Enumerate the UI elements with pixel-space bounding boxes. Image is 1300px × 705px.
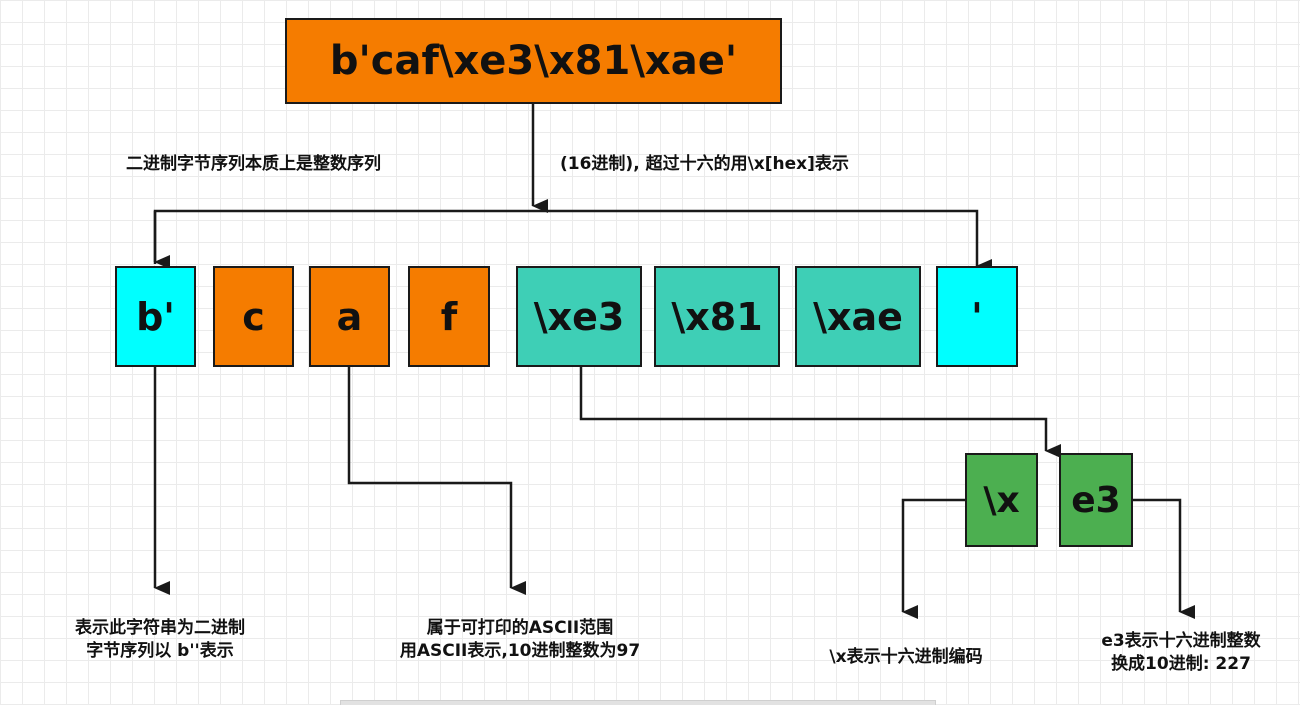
note-hex-value-line-2: 换成10进制: 227	[1111, 654, 1251, 674]
note-ascii-line-1: 属于可打印的ASCII范围	[426, 618, 614, 638]
hex-value-arrow	[1133, 498, 1195, 619]
hex-prefix-arrow	[901, 498, 965, 619]
note-hex-value: e3表示十六进制整数 换成10进制: 227	[1066, 630, 1296, 676]
byte-box-c: c	[213, 266, 294, 367]
note-ascii-line-2: 用ASCII表示,10进制整数为97	[399, 641, 641, 661]
title-box: b'caf\xe3\x81\xae'	[285, 18, 782, 104]
byte-box-quote: '	[936, 266, 1018, 367]
note-prefix: 表示此字符串为二进制 字节序列以 b''表示	[40, 617, 280, 663]
note-hex-prefix: \x表示十六进制编码	[829, 647, 983, 667]
byte-box-xae: \xae	[795, 266, 921, 367]
sub-box-x: \x	[965, 453, 1038, 547]
note-prefix-line-2: 字节序列以 b''表示	[86, 641, 234, 661]
note-ascii: 属于可打印的ASCII范围 用ASCII表示,10进制整数为97	[370, 617, 670, 663]
bytes-bracket	[153, 209, 992, 273]
horizontal-scrollbar[interactable]	[340, 700, 936, 705]
byte-box-f: f	[408, 266, 490, 367]
ascii-arrow	[347, 367, 526, 595]
note-hex-value-line-1: e3表示十六进制整数	[1101, 631, 1261, 651]
left-description: 二进制字节序列本质上是整数序列	[126, 154, 381, 174]
note-prefix-line-1: 表示此字符串为二进制	[75, 618, 245, 638]
split-arrow	[579, 367, 1061, 458]
right-description: (16进制), 超过十六的用\x[hex]表示	[560, 154, 849, 174]
byte-box-x81: \x81	[654, 266, 780, 367]
byte-box-xe3: \xe3	[516, 266, 642, 367]
sub-box-e3: e3	[1059, 453, 1133, 547]
byte-box-a: a	[309, 266, 390, 367]
byte-box-prefix: b'	[115, 266, 196, 367]
